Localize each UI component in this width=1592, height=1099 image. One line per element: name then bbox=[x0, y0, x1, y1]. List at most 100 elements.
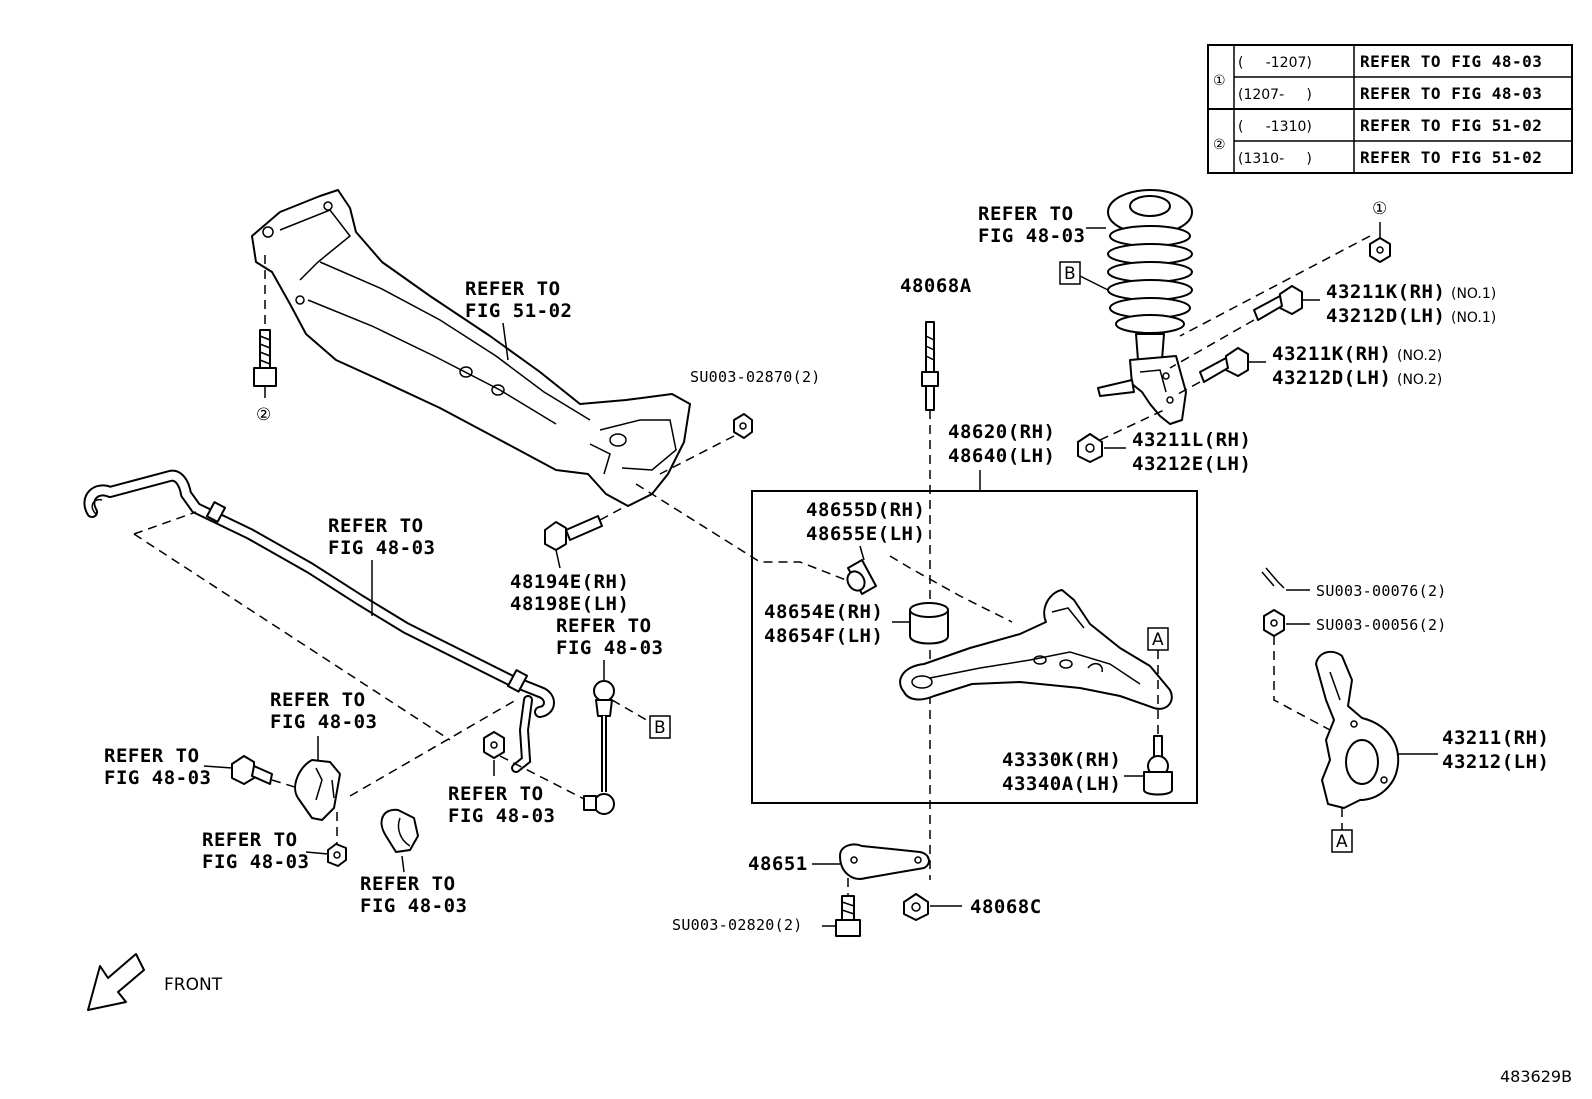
bushing-refer-label: REFER TO bbox=[360, 873, 456, 895]
table-ref: REFER TO FIG 51-02 bbox=[1360, 148, 1542, 167]
crossmember-refer-label: REFER TO bbox=[465, 278, 561, 300]
note-no2: (NO.2) bbox=[1397, 348, 1442, 364]
note-no2: (NO.2) bbox=[1397, 372, 1442, 388]
ref-box-a-knuckle: A bbox=[1331, 829, 1353, 853]
strut-lower-nut bbox=[1077, 433, 1103, 463]
bracket-nut-fig-label: FIG 48-03 bbox=[202, 851, 309, 873]
crossmember-fig-label: FIG 51-02 bbox=[465, 300, 572, 322]
ref-box-b-link: B bbox=[649, 715, 671, 739]
knuckle-nut bbox=[1263, 609, 1285, 637]
part-43212d-no1-label: 43212D(LH) bbox=[1326, 305, 1445, 327]
bracket-fig-label: FIG 48-03 bbox=[270, 711, 377, 733]
applicability-table: ① ② ( -1207) (1207- ) ( -1310) (1310- ) … bbox=[1207, 44, 1573, 174]
lower-arm-bolt-48068a bbox=[921, 321, 939, 411]
bolt-note-2: ② bbox=[256, 405, 271, 425]
part-43211-label: 43211(RH) bbox=[1442, 727, 1549, 749]
table-range: ( -1207) bbox=[1238, 55, 1312, 71]
table-range: (1207- ) bbox=[1238, 87, 1312, 103]
table-ref: REFER TO FIG 48-03 bbox=[1360, 52, 1542, 71]
bolt-su003-02820-label: SU003-02820(2) bbox=[672, 916, 803, 934]
svg-text:B: B bbox=[1064, 264, 1076, 284]
pin-su003-00076-label: SU003-00076(2) bbox=[1316, 582, 1447, 600]
part-48654f-label: 48654F(LH) bbox=[764, 625, 883, 647]
part-48194e-label: 48194E(RH) bbox=[510, 571, 629, 593]
strut-fig-label: FIG 48-03 bbox=[978, 225, 1085, 247]
front-arrow-icon bbox=[87, 953, 145, 1011]
table-range: (1310- ) bbox=[1238, 151, 1312, 167]
strut-nut-note-1: ① bbox=[1372, 199, 1387, 219]
lower-arm-bushing-front bbox=[846, 559, 877, 595]
part-43212e-label: 43212E(LH) bbox=[1132, 453, 1251, 475]
note-no1: (NO.1) bbox=[1451, 286, 1496, 302]
part-43212d-no2-label: 43212D(LH) bbox=[1272, 367, 1391, 389]
stabilizer-nut-fig-label: FIG 48-03 bbox=[448, 805, 555, 827]
part-43340a-label: 43340A(LH) bbox=[1002, 773, 1121, 795]
bracket-bolt-fig-label: FIG 48-03 bbox=[104, 767, 211, 789]
strut-refer-label: REFER TO bbox=[978, 203, 1074, 225]
lower-arm-group-frame bbox=[751, 490, 1198, 804]
note-no1: (NO.1) bbox=[1451, 310, 1496, 326]
part-48655e-label: 48655E(LH) bbox=[806, 523, 925, 545]
nut-su003-02870-label: SU003-02870(2) bbox=[690, 368, 821, 386]
part-48654e-label: 48654E(RH) bbox=[764, 601, 883, 623]
nut-su003-00056-label: SU003-00056(2) bbox=[1316, 616, 1447, 634]
crossmember-bolt bbox=[253, 255, 277, 398]
part-48620-label: 48620(RH) bbox=[948, 421, 1055, 443]
table-marker-1: ① bbox=[1213, 73, 1226, 89]
table-range: ( -1310) bbox=[1238, 119, 1312, 135]
part-43211k-no1-label: 43211K(RH) bbox=[1326, 281, 1445, 303]
table-ref: REFER TO FIG 48-03 bbox=[1360, 84, 1542, 103]
lower-control-arm bbox=[899, 589, 1173, 710]
part-48068c-label: 48068C bbox=[970, 896, 1042, 918]
strut-bolt-no2 bbox=[1199, 347, 1249, 383]
table-marker-2: ② bbox=[1213, 137, 1226, 153]
stabilizer-bracket bbox=[294, 759, 341, 821]
bracket-nut-refer-label: REFER TO bbox=[202, 829, 298, 851]
stabilizer-link bbox=[583, 680, 615, 815]
ball-joint bbox=[1143, 735, 1173, 796]
crossmember-nut bbox=[733, 413, 753, 439]
diagram-id: 483629B bbox=[1500, 1067, 1572, 1086]
front-label: FRONT bbox=[164, 975, 223, 995]
cotter-pin bbox=[1261, 567, 1285, 589]
table-ref: REFER TO FIG 51-02 bbox=[1360, 116, 1542, 135]
stabilizer-nut bbox=[483, 731, 505, 759]
strut-nut bbox=[1369, 237, 1391, 263]
crossmember-rear-bolt bbox=[544, 505, 627, 551]
part-48655d-label: 48655D(RH) bbox=[806, 499, 925, 521]
stabilizer-bushing bbox=[380, 808, 419, 853]
bushing-fig-label: FIG 48-03 bbox=[360, 895, 467, 917]
part-43211l-label: 43211L(RH) bbox=[1132, 429, 1251, 451]
steering-knuckle bbox=[1315, 650, 1400, 809]
bracket-bolt bbox=[231, 755, 273, 785]
svg-text:B: B bbox=[654, 718, 666, 738]
part-48068a-label: 48068A bbox=[900, 275, 972, 297]
plate-bolt bbox=[835, 895, 861, 937]
bracket-refer-label: REFER TO bbox=[270, 689, 366, 711]
part-48640-label: 48640(LH) bbox=[948, 445, 1055, 467]
part-43330k-label: 43330K(RH) bbox=[1002, 749, 1121, 771]
svg-text:A: A bbox=[1336, 832, 1348, 852]
bracket-nut bbox=[327, 843, 347, 867]
lower-arm-nut-48068c bbox=[903, 893, 929, 921]
stabilizer-nut-refer-label: REFER TO bbox=[448, 783, 544, 805]
link-fig-label: FIG 48-03 bbox=[556, 637, 663, 659]
bracket-bolt-refer-label: REFER TO bbox=[104, 745, 200, 767]
part-48198e-label: 48198E(LH) bbox=[510, 593, 629, 615]
ref-box-b-strut: B bbox=[1059, 261, 1081, 285]
svg-text:A: A bbox=[1152, 630, 1164, 650]
stabilizer-refer-label: REFER TO bbox=[328, 515, 424, 537]
stabilizer-fig-label: FIG 48-03 bbox=[328, 537, 435, 559]
strut-assembly bbox=[1097, 189, 1193, 425]
link-refer-label: REFER TO bbox=[556, 615, 652, 637]
crossmember bbox=[251, 189, 691, 507]
strut-bolt-no1 bbox=[1253, 285, 1303, 321]
part-43211k-no2-label: 43211K(RH) bbox=[1272, 343, 1391, 365]
part-43212-label: 43212(LH) bbox=[1442, 751, 1549, 773]
lower-arm-plate bbox=[839, 843, 930, 880]
ref-box-a-arm: A bbox=[1147, 627, 1169, 651]
stabilizer-bar bbox=[83, 469, 555, 773]
part-48651-label: 48651 bbox=[748, 853, 808, 875]
lower-arm-bushing-rear bbox=[909, 602, 949, 645]
